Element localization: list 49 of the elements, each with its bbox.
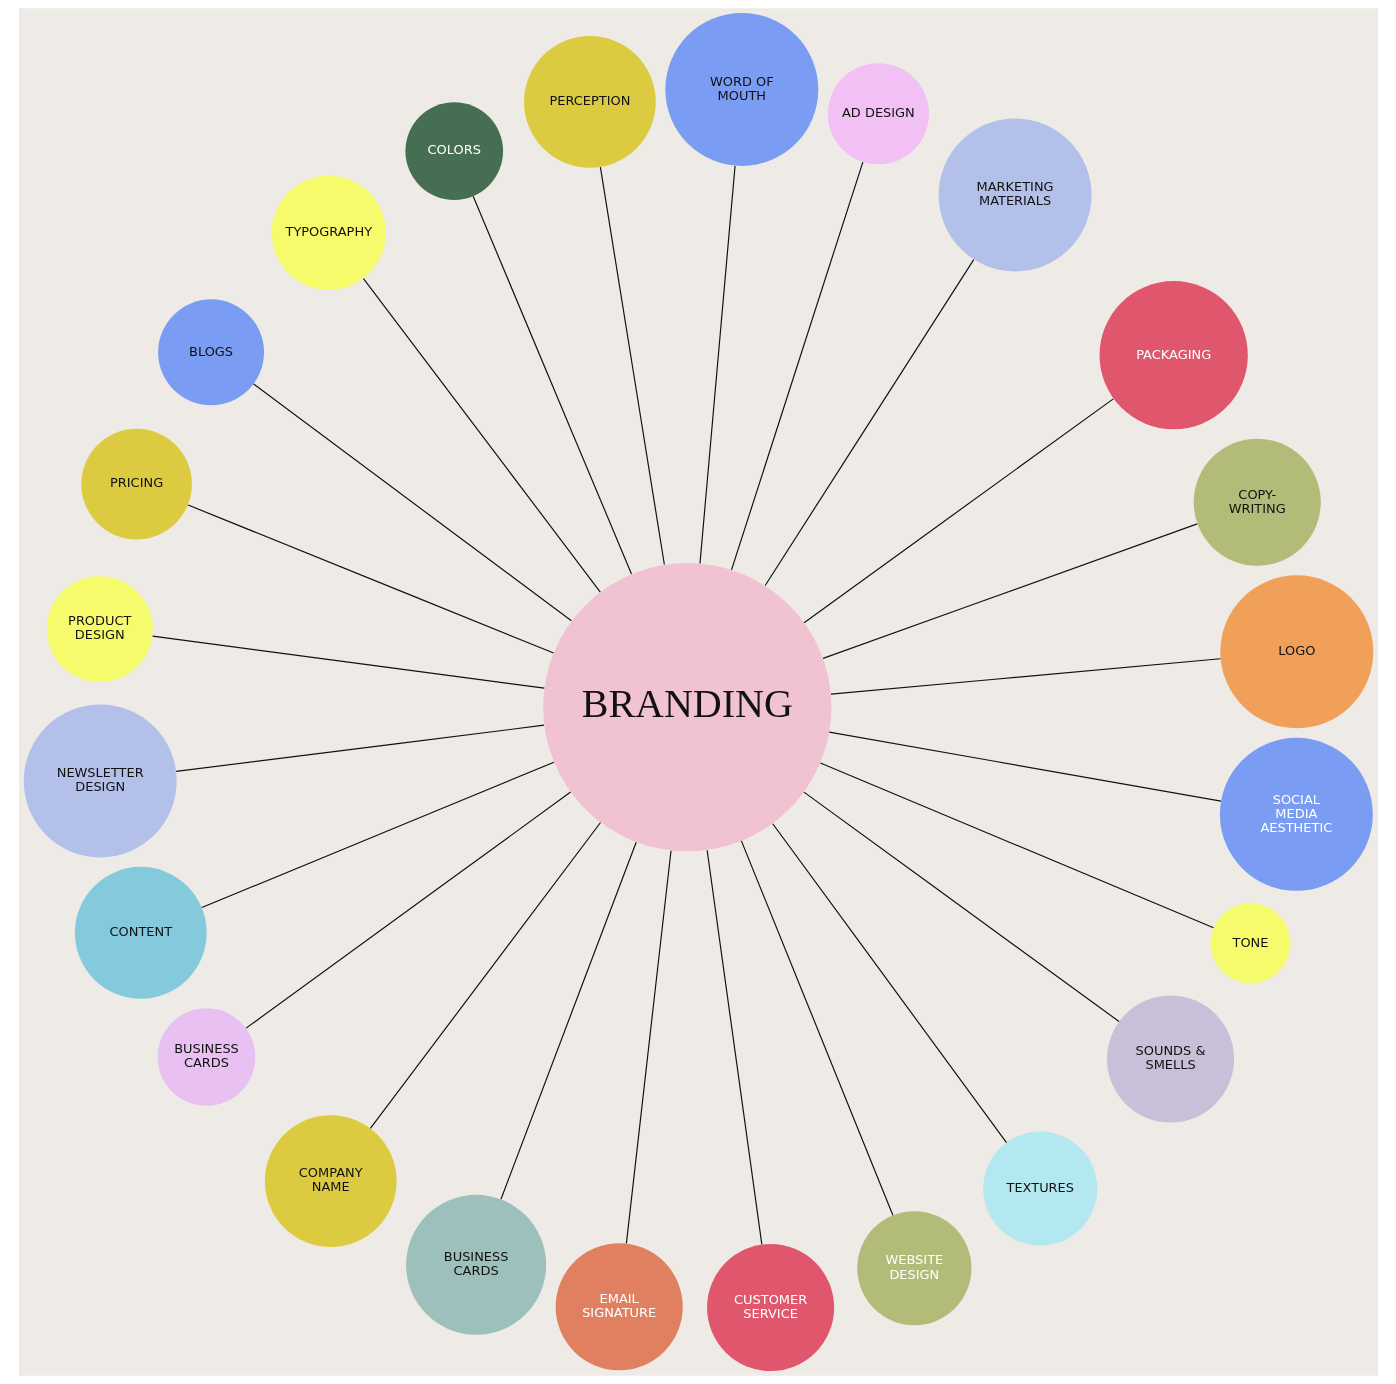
node-circle: CONTENT [74, 866, 207, 999]
node-circle: TONE [1210, 903, 1290, 984]
node-circle: MARKETING MATERIALS [938, 118, 1092, 272]
connector [829, 658, 1221, 695]
connector [362, 278, 601, 593]
connector [472, 195, 632, 575]
connector [706, 849, 762, 1245]
node-circle: TEXTURES [982, 1131, 1097, 1246]
node-circle: LOGO [1219, 575, 1373, 729]
node-circle: BRANDING [542, 563, 831, 852]
node-circle: BUSINESS CARDS [405, 1194, 546, 1335]
node-circle: EMAIL SIGNATURE [555, 1243, 683, 1371]
connector [151, 635, 545, 689]
connector [175, 724, 545, 772]
connector [187, 504, 554, 654]
node-circle: PACKAGING [1099, 281, 1248, 430]
node-circle: SOUNDS & SMELLS [1106, 995, 1234, 1123]
connector [740, 840, 893, 1216]
node-circle: PERCEPTION [523, 35, 656, 168]
node-circle: AD DESIGN [827, 63, 929, 165]
connector [802, 791, 1120, 1023]
connector [369, 821, 601, 1129]
connector [200, 761, 555, 909]
node-circle: COPY- WRITING [1193, 438, 1321, 566]
connector [819, 762, 1214, 929]
connector [245, 791, 571, 1029]
node-circle: CUSTOMER SERVICE [706, 1244, 834, 1372]
connector [252, 383, 572, 622]
connector [828, 731, 1222, 802]
connector [698, 165, 736, 565]
connector [771, 823, 1007, 1144]
node-circle: COMPANY NAME [264, 1115, 397, 1247]
node-circle: PRICING [80, 428, 192, 540]
node-circle: COLORS [404, 102, 503, 200]
connector [803, 398, 1114, 624]
connector [730, 161, 863, 571]
connector [499, 841, 637, 1200]
connector [822, 523, 1198, 659]
node-circle: WEBSITE DESIGN [856, 1211, 971, 1326]
node-circle: NEWSLETTER DESIGN [23, 704, 177, 858]
node-circle: TYPOGRAPHY [271, 175, 386, 290]
connector [764, 259, 974, 587]
node-circle: BUSINESS CARDS [157, 1008, 255, 1106]
node-circle: BLOGS [157, 299, 264, 406]
node-circle: PRODUCT DESIGN [46, 576, 153, 683]
node-circle: SOCIAL MEDIA AESTHETIC [1219, 737, 1373, 891]
connector [599, 166, 665, 566]
connector [625, 850, 672, 1244]
node-circle: WORD OF MOUTH [664, 12, 818, 166]
